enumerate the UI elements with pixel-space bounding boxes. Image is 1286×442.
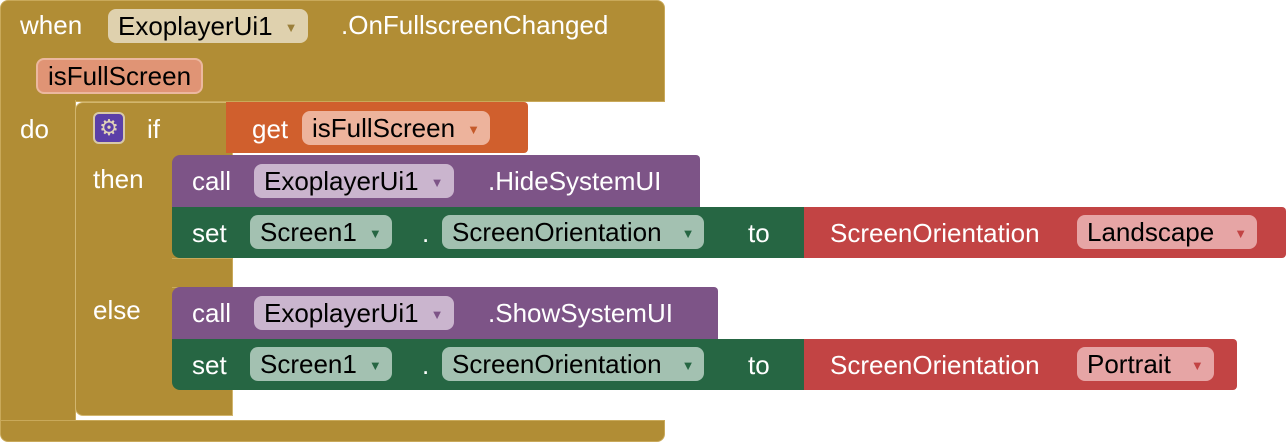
component-dropdown[interactable]: ExoplayerUi1 ▼ [254, 296, 454, 330]
orientation-value-dropdown[interactable]: Landscape ▼ [1077, 215, 1258, 249]
event-do-column [0, 100, 76, 422]
component-name: ExoplayerUi1 [118, 11, 273, 41]
orientation-value: Portrait [1087, 349, 1171, 379]
helper-label: ScreenOrientation [830, 218, 1040, 248]
to-label: to [748, 350, 770, 380]
if-bottom [172, 390, 233, 416]
get-label: get [252, 114, 289, 144]
orientation-value-dropdown[interactable]: Portrait ▼ [1077, 347, 1214, 381]
component-name: ExoplayerUi1 [264, 298, 419, 328]
else-label: else [93, 295, 141, 325]
dropdown-arrow-icon: ▼ [1190, 358, 1204, 373]
property-dropdown[interactable]: ScreenOrientation ▼ [442, 215, 705, 249]
target-dropdown[interactable]: Screen1 ▼ [250, 215, 392, 249]
component-dropdown[interactable]: ExoplayerUi1 ▼ [254, 164, 454, 198]
target-dropdown[interactable]: Screen1 ▼ [250, 347, 392, 381]
set-label: set [192, 218, 227, 248]
component-name: ExoplayerUi1 [264, 166, 419, 196]
event-component-dropdown[interactable]: ExoplayerUi1 ▼ [108, 9, 308, 43]
set-label: set [192, 350, 227, 380]
property-name: ScreenOrientation [452, 217, 662, 247]
orientation-value: Landscape [1087, 217, 1215, 247]
dropdown-arrow-icon: ▼ [681, 358, 695, 373]
when-label: when [20, 10, 83, 40]
property-name: ScreenOrientation [452, 349, 662, 379]
dot-label: . [422, 350, 430, 380]
dropdown-arrow-icon: ▼ [1234, 226, 1248, 241]
target-name: Screen1 [260, 349, 357, 379]
event-name: .OnFullscreenChanged [341, 10, 609, 40]
get-variable-dropdown[interactable]: isFullScreen ▼ [302, 111, 490, 145]
dropdown-arrow-icon: ▼ [467, 122, 480, 137]
param-isfullscreen[interactable]: isFullScreen [36, 58, 204, 94]
dropdown-arrow-icon: ▼ [284, 20, 298, 35]
variable-name: isFullScreen [312, 113, 456, 143]
method-name: .HideSystemUI [488, 166, 662, 196]
call-label: call [192, 298, 232, 328]
param-label: isFullScreen [48, 61, 192, 91]
dropdown-arrow-icon: ▼ [368, 358, 382, 373]
then-label: then [93, 164, 144, 194]
to-label: to [748, 218, 770, 248]
gear-icon[interactable]: ⚙ [93, 112, 125, 144]
if-label: if [147, 114, 160, 144]
call-label: call [192, 166, 232, 196]
dropdown-arrow-icon: ▼ [430, 175, 444, 190]
method-name: .ShowSystemUI [488, 298, 673, 328]
if-else-bar [172, 258, 233, 288]
helper-label: ScreenOrientation [830, 350, 1040, 380]
dropdown-arrow-icon: ▼ [430, 307, 444, 322]
do-label: do [20, 114, 49, 144]
dot-label: . [422, 218, 430, 248]
dropdown-arrow-icon: ▼ [368, 226, 382, 241]
event-bottom [0, 420, 665, 442]
target-name: Screen1 [260, 217, 357, 247]
dropdown-arrow-icon: ▼ [681, 226, 695, 241]
property-dropdown[interactable]: ScreenOrientation ▼ [442, 347, 705, 381]
